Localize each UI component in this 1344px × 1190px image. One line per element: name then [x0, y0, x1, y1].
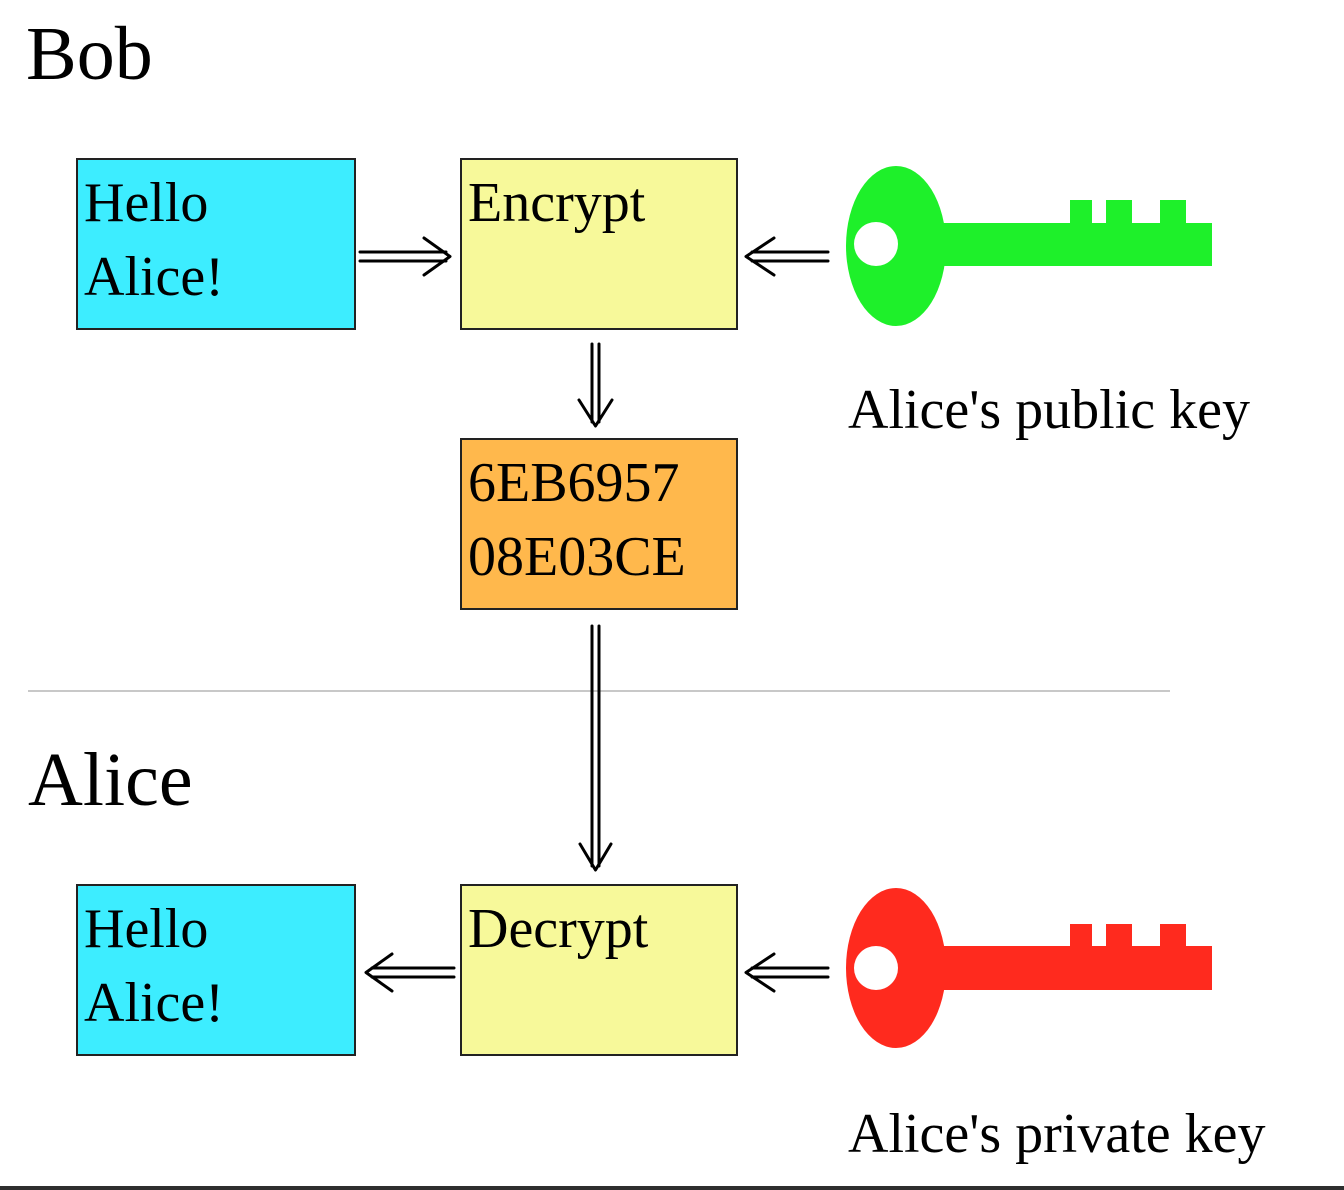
bob-plaintext-box: Hello Alice!: [76, 158, 356, 330]
encrypt-label: Encrypt: [468, 172, 646, 234]
ciphertext-line1: 6EB6957: [468, 452, 680, 514]
arrow-public-key-to-encrypt: [744, 236, 830, 277]
private-key-icon: [846, 888, 1212, 1048]
arrow-plaintext-to-encrypt: [358, 236, 452, 277]
ciphertext-box: 6EB6957 08E03CE: [460, 438, 738, 610]
alice-section-title: Alice: [28, 738, 193, 822]
bob-plaintext-line2: Alice!: [84, 246, 224, 308]
arrow-encrypt-to-ciphertext: [577, 342, 614, 428]
alice-plaintext-line2: Alice!: [84, 972, 224, 1034]
alice-plaintext-line1: Hello: [84, 898, 209, 960]
bob-plaintext-line1: Hello: [84, 172, 209, 234]
alice-plaintext-box: Hello Alice!: [76, 884, 356, 1056]
ciphertext-line2: 08E03CE: [468, 526, 686, 588]
decrypt-label: Decrypt: [468, 898, 649, 960]
private-key-label: Alice's private key: [848, 1103, 1266, 1165]
arrow-decrypt-to-plaintext: [364, 952, 456, 993]
encrypt-box: Encrypt: [460, 158, 738, 330]
public-key-icon: [846, 166, 1212, 326]
bob-section-title: Bob: [26, 12, 153, 96]
arrow-ciphertext-to-decrypt: [578, 624, 613, 872]
public-key-label: Alice's public key: [848, 379, 1250, 441]
bottom-border: [0, 1186, 1344, 1190]
arrow-private-key-to-decrypt: [744, 952, 830, 993]
decrypt-box: Decrypt: [460, 884, 738, 1056]
